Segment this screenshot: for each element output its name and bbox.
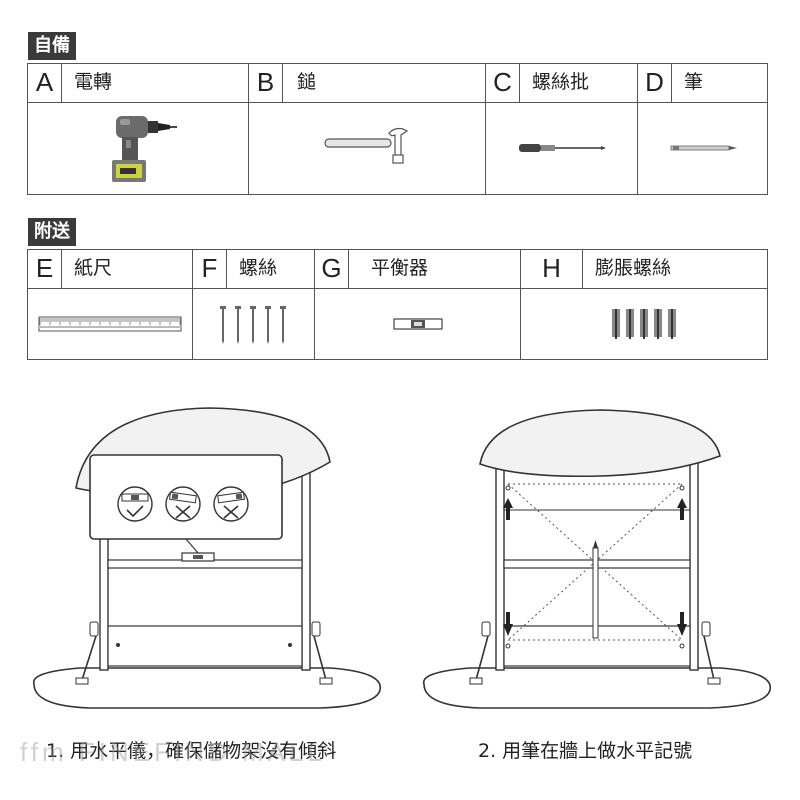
mark-arrow-down-left — [503, 612, 513, 636]
cabinet-right-post — [301, 469, 311, 671]
spirit-level-icon — [392, 317, 443, 330]
part-letter-f: F — [193, 250, 227, 288]
tool-letter-c: C — [486, 64, 520, 102]
tool-name-hammer: 鎚 — [297, 71, 317, 93]
tool-name-pen: 筆 — [684, 71, 704, 93]
cabinet-top — [479, 409, 721, 478]
part-name-spirit-level: 平衡器 — [371, 257, 429, 279]
mark-arrow-up-left — [503, 498, 513, 520]
level-correct-icon — [117, 486, 153, 522]
tool-letter-b: B — [249, 64, 283, 102]
step1-caption: 1. 用水平儀，確保儲物架沒有傾斜 — [46, 740, 337, 762]
part-name-wall-anchors: 膨脹螺絲 — [595, 257, 672, 279]
part-name-screws: 螺絲 — [239, 257, 278, 279]
self-prepared-tag: 自備 — [28, 32, 76, 60]
paper-ruler-icon — [38, 316, 182, 331]
part-letter-e: E — [28, 250, 62, 288]
cabinet-base — [423, 667, 771, 709]
level-wrong-icon-2 — [213, 486, 249, 522]
part-letter-g: G — [315, 250, 349, 288]
self-prepared-tools-table: A 電轉 B 鎚 C 螺絲批 D 筆 — [27, 63, 768, 195]
cabinet-base — [33, 667, 381, 709]
part-letter-h: H — [521, 250, 583, 288]
screwdriver-icon — [518, 144, 606, 152]
included-tag: 附送 — [28, 218, 76, 246]
watermark: ffm FINEFIND MALL — [20, 737, 326, 767]
tool-name-screwdriver: 螺絲批 — [532, 71, 590, 93]
included-parts-table: E 紙尺 F 螺絲 G 平衡器 H 膨脹螺絲 — [27, 249, 768, 360]
hammer-icon — [324, 127, 409, 164]
mark-arrow-down-right — [677, 612, 687, 636]
step2-caption: 2. 用筆在牆上做水平記號 — [478, 740, 693, 762]
part-name-paper-ruler: 紙尺 — [74, 257, 113, 279]
wall-anchors-icon — [612, 308, 676, 339]
tool-letter-a: A — [28, 64, 62, 102]
screws-icon — [219, 305, 286, 344]
step1-illustration — [33, 407, 381, 709]
mark-arrow-up-right — [677, 498, 687, 520]
pen-marking — [592, 547, 599, 639]
shelf-lower — [107, 625, 303, 667]
level-wrong-icon — [165, 486, 201, 522]
drill-icon — [112, 116, 177, 182]
tool-name-drill: 電轉 — [74, 71, 113, 93]
step2-illustration — [423, 409, 771, 709]
pen-icon — [670, 145, 737, 151]
tool-letter-d: D — [638, 64, 672, 102]
